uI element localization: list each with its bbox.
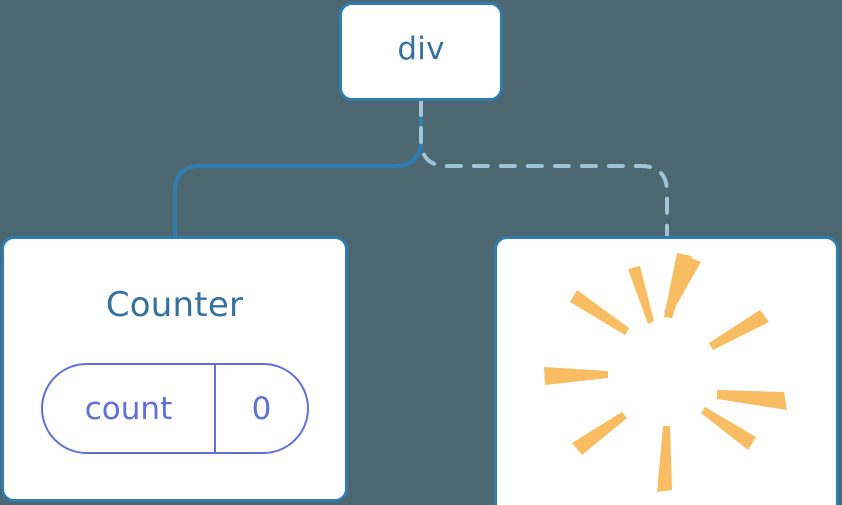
ray-e — [717, 390, 787, 410]
node-counter[interactable] — [1, 236, 348, 502]
state-pill-value: 0 — [251, 390, 272, 427]
ray-nnw — [628, 266, 654, 324]
ray-s — [657, 426, 672, 492]
ray-nw — [570, 290, 629, 335]
ray-ene — [709, 310, 769, 350]
edge-div-to-burst — [419, 99, 669, 238]
ray-se — [701, 407, 756, 450]
node-div-label: div — [397, 31, 445, 67]
ray-sw — [572, 412, 627, 455]
edge-div-to-counter — [173, 99, 423, 238]
state-pill-count[interactable]: count 0 — [41, 363, 309, 454]
node-counter-label: Counter — [105, 285, 244, 325]
node-div[interactable] — [339, 2, 503, 101]
ray-nne — [664, 257, 701, 316]
ray-w — [544, 367, 608, 385]
state-pill-key: count — [43, 365, 216, 452]
